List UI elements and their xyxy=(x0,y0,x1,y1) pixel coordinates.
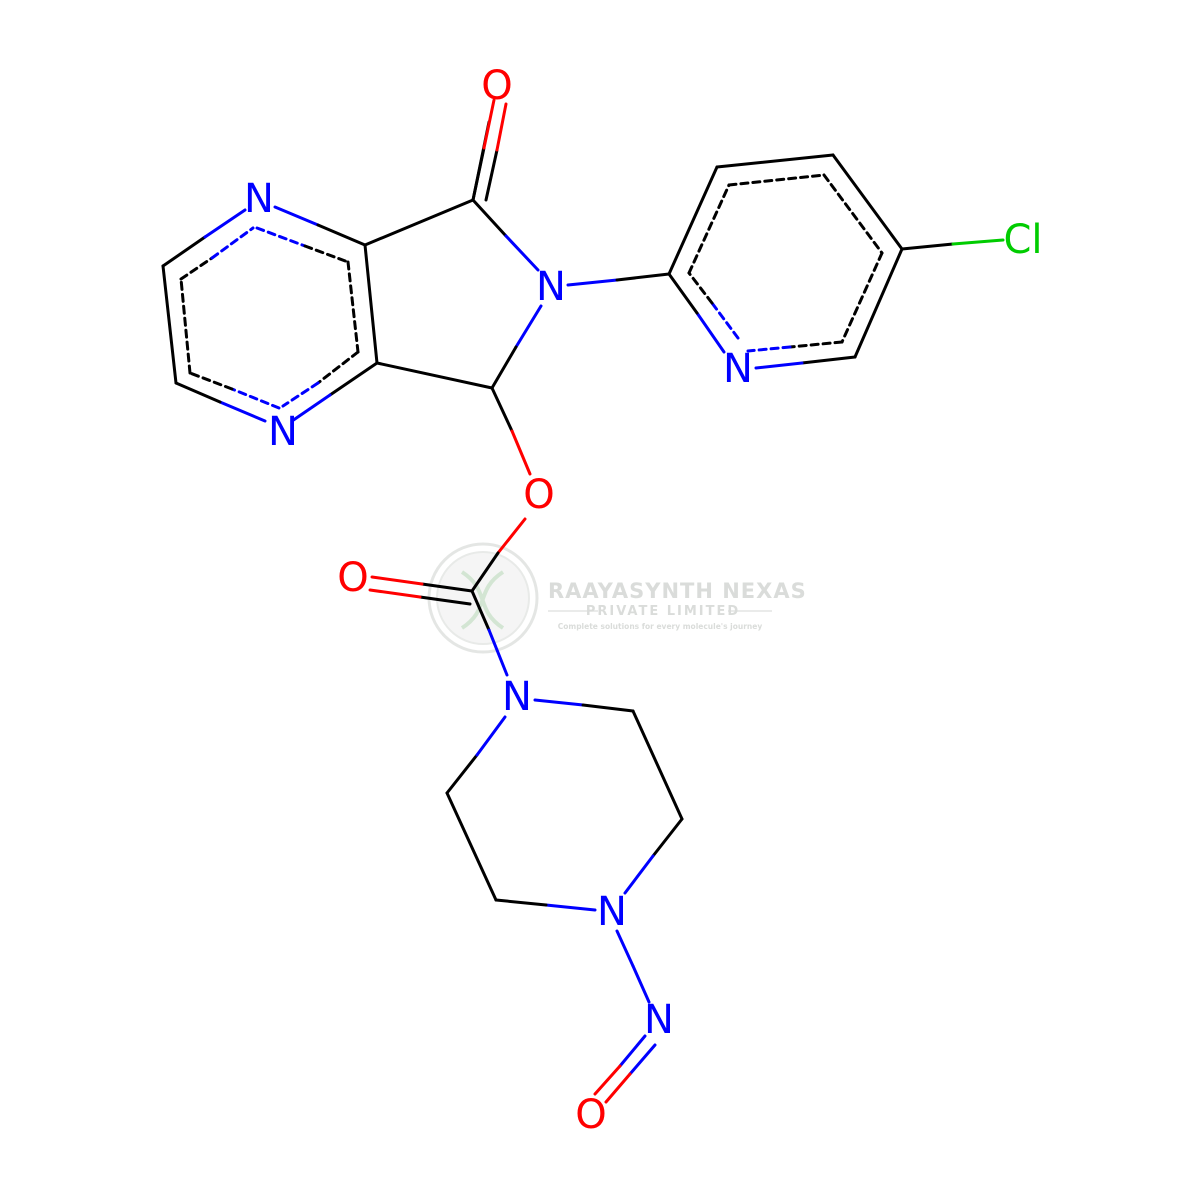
bond-five-2 xyxy=(471,198,508,238)
bond-pip-2 xyxy=(631,709,684,821)
bond-pip-4 xyxy=(544,903,597,912)
watermark-subtitle: PRIVATE LIMITED xyxy=(586,604,740,619)
bond-py-1 xyxy=(667,165,719,276)
bond-pyr-4 xyxy=(328,361,379,397)
bond-pyr-2 xyxy=(273,205,320,227)
bond-pip-3 xyxy=(651,817,684,858)
atom-o-ester: O xyxy=(523,472,554,518)
bond-carbonyl-double xyxy=(368,588,422,599)
atom-n-pyridine: N xyxy=(723,346,753,392)
bond-pyr-6 xyxy=(161,264,178,385)
bond-py-4 xyxy=(853,247,904,359)
atom-o-ketone: O xyxy=(481,63,512,109)
pyrazine-aromatic-dashes xyxy=(179,226,360,410)
bond-n-pyridine xyxy=(566,278,619,287)
atom-n-nitroso: N xyxy=(644,997,674,1043)
atom-n-piperazine-top: N xyxy=(502,674,532,720)
bond-pyr-3 xyxy=(363,243,379,365)
bond-ch-o xyxy=(490,386,514,433)
bond-n-o xyxy=(618,1034,647,1068)
bond-c-cl xyxy=(900,242,955,251)
bond-carbonyl xyxy=(420,582,474,593)
watermark-title: RAAYASYNTH NEXAS xyxy=(548,579,807,603)
bond-c-n xyxy=(470,589,491,632)
atom-n-pyrazine-bottom: N xyxy=(268,409,298,455)
atom-n-lactam: N xyxy=(536,264,566,310)
bond-n-n xyxy=(615,929,635,968)
bond-o-c xyxy=(496,517,527,555)
atom-o-carbonyl: O xyxy=(337,555,368,601)
pyridine-aromatic-dashes xyxy=(687,173,884,353)
watermark-helix-icon xyxy=(460,570,505,630)
bond-py-2 xyxy=(715,153,835,169)
atom-cl: Cl xyxy=(1003,217,1042,263)
bond-pip-1 xyxy=(533,698,585,707)
bond-five-3 xyxy=(514,304,543,349)
bond-py-3 xyxy=(831,153,904,251)
bond-py-6 xyxy=(695,311,726,354)
bond-five-4 xyxy=(375,361,494,390)
bond-pyr-5 xyxy=(218,400,267,423)
bond-ketone-double xyxy=(495,102,508,152)
bond-pip-6 xyxy=(445,753,479,795)
bond-n-o-double xyxy=(604,1072,632,1104)
watermark-tagline: Complete solutions for every molecule's … xyxy=(558,622,763,631)
bond-pip-5 xyxy=(445,791,498,902)
atom-n-pyrazine-top: N xyxy=(244,176,274,222)
atom-n-piperazine-bottom: N xyxy=(597,889,627,935)
bonds xyxy=(161,98,1005,1104)
watermark-logo: RAAYASYNTH NEXAS PRIVATE LIMITED Complet… xyxy=(427,542,807,654)
bond-pyr-1 xyxy=(161,235,207,268)
atom-o-nitroso: O xyxy=(575,1092,606,1138)
bond-five-1 xyxy=(363,198,475,247)
atom-labels: O N N N N Cl O O N N N O xyxy=(244,63,1042,1138)
bond-py-5 xyxy=(800,355,857,365)
